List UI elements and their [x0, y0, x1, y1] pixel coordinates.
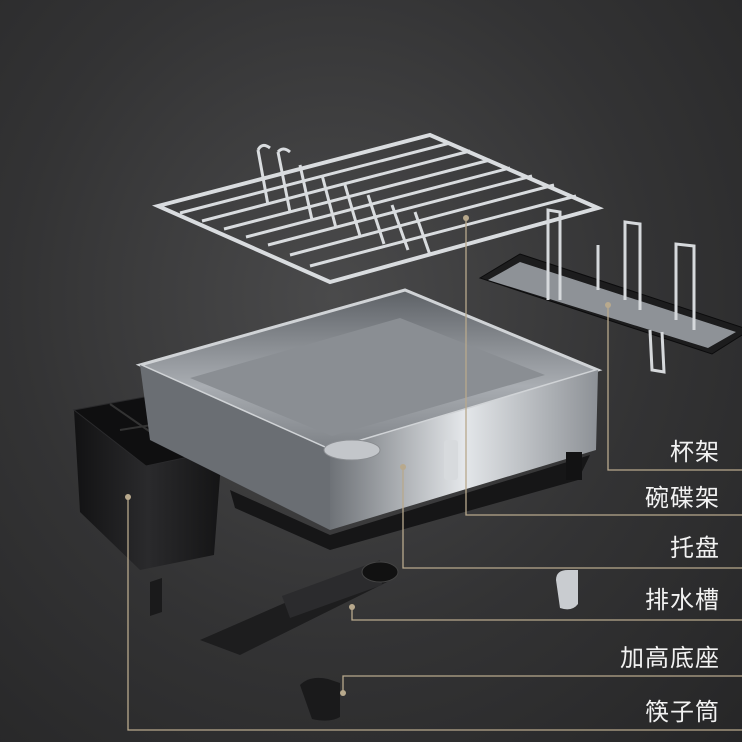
label-tray: 托盘 [670, 534, 720, 562]
label-cup-rack: 杯架 [670, 438, 720, 466]
bowl-rack-wire [151, 132, 604, 285]
tray [135, 288, 603, 530]
label-raised-base: 加高底座 [620, 644, 720, 672]
label-bowl-rack: 碗碟架 [645, 484, 720, 512]
label-drain-channel: 排水槽 [645, 586, 720, 614]
cup-rack [478, 208, 742, 374]
leader-lines [125, 215, 742, 731]
raised-base [150, 452, 590, 721]
drain-channel [200, 560, 399, 655]
label-chopstick-holder: 筷子筒 [645, 698, 720, 726]
